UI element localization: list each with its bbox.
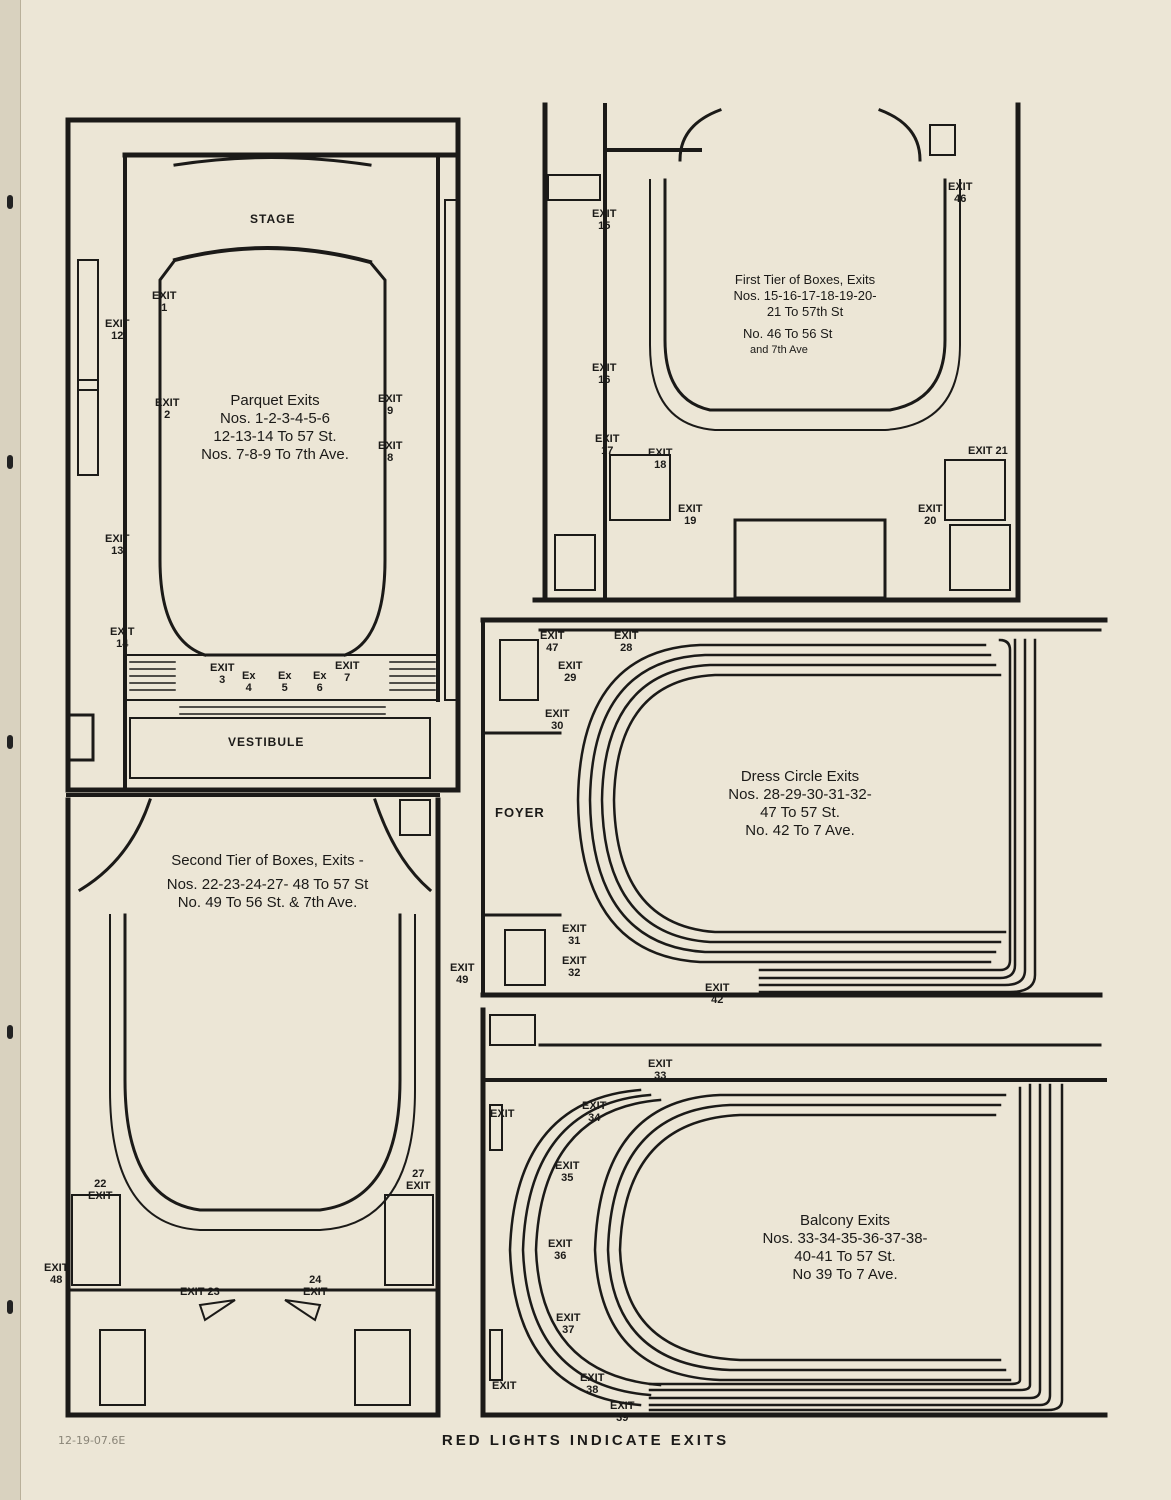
exit-label: EXIT 15 bbox=[592, 208, 617, 232]
exit-label: EXIT 47 bbox=[540, 630, 565, 654]
binding-hole bbox=[7, 455, 13, 469]
exit-label: 27 EXIT bbox=[406, 1168, 431, 1192]
first-tier-title-line-5: and 7th Ave bbox=[750, 344, 808, 356]
parquet-title-line-2: Nos. 1-2-3-4-5-6 bbox=[219, 410, 331, 427]
exit-label: EXIT 31 bbox=[562, 923, 587, 947]
second-tier-title-line-2: Nos. 22-23-24-27- 48 To 57 St bbox=[166, 876, 369, 893]
second-tier-title-line-3: No. 49 To 56 St. & 7th Ave. bbox=[177, 894, 358, 911]
dress-circle-title-line-1: Dress Circle Exits bbox=[740, 768, 860, 785]
balcony-title: Balcony Exits Nos. 33-34-35-36-37-38- 40… bbox=[725, 1212, 965, 1284]
exit-label: EXIT 14 bbox=[110, 626, 135, 650]
exit-label: 22 EXIT bbox=[88, 1178, 113, 1202]
balcony-title-line-2: Nos. 33-34-35-36-37-38- bbox=[762, 1230, 928, 1247]
exit-label: EXIT 36 bbox=[548, 1238, 573, 1262]
exit-label: EXIT 28 bbox=[614, 630, 639, 654]
exit-label: EXIT 23 bbox=[180, 1286, 220, 1298]
exit-label: EXIT 32 bbox=[562, 955, 587, 979]
dress-circle-title-line-3: 47 To 57 St. bbox=[760, 804, 840, 821]
pencil-note: 12-19-07.6E bbox=[58, 1434, 126, 1447]
exit-label: EXIT 9 bbox=[378, 393, 403, 417]
second-tier-plan bbox=[65, 793, 441, 1418]
exit-label: EXIT bbox=[490, 1108, 515, 1120]
parquet-title-line-3: 12-13-14 To 57 St. bbox=[213, 428, 337, 445]
exit-label: EXIT 34 bbox=[582, 1100, 607, 1124]
first-tier-title: First Tier of Boxes, Exits Nos. 15-16-17… bbox=[705, 272, 905, 358]
exit-label: EXIT 8 bbox=[378, 440, 403, 464]
stage-label: STAGE bbox=[250, 212, 296, 226]
exit-label: EXIT bbox=[492, 1380, 517, 1392]
footer-caption: RED LIGHTS INDICATE EXITS bbox=[441, 1432, 730, 1449]
exit-label: Ex 5 bbox=[278, 670, 292, 694]
balcony-title-line-1: Balcony Exits bbox=[799, 1212, 891, 1229]
foyer-label: FOYER bbox=[495, 805, 545, 820]
exit-label: EXIT 37 bbox=[556, 1312, 581, 1336]
exit-label: EXIT 20 bbox=[918, 503, 943, 527]
exit-label: EXIT 13 bbox=[105, 533, 130, 557]
exit-label: EXIT 38 bbox=[580, 1372, 605, 1396]
exit-label: EXIT 39 bbox=[610, 1400, 635, 1424]
binding-hole bbox=[7, 735, 13, 749]
second-tier-title: Second Tier of Boxes, Exits - Nos. 22-23… bbox=[125, 852, 410, 912]
exit-label: EXIT 16 bbox=[592, 362, 617, 386]
exit-label: EXIT 29 bbox=[558, 660, 583, 684]
exit-label: EXIT 17 bbox=[595, 433, 620, 457]
binding-strip bbox=[0, 0, 21, 1500]
first-tier-title-line-2: Nos. 15-16-17-18-19-20- bbox=[733, 288, 877, 303]
vestibule-label: VESTIBULE bbox=[228, 735, 305, 749]
exit-label: EXIT 30 bbox=[545, 708, 570, 732]
dress-circle-title-line-4: No. 42 To 7 Ave. bbox=[745, 822, 855, 839]
dress-circle-title-line-2: Nos. 28-29-30-31-32- bbox=[728, 786, 872, 803]
second-tier-title-line-1: Second Tier of Boxes, Exits - bbox=[171, 852, 364, 869]
exit-label: EXIT 35 bbox=[555, 1160, 580, 1184]
dress-circle-title: Dress Circle Exits Nos. 28-29-30-31-32- … bbox=[700, 768, 900, 840]
exit-label: EXIT 2 bbox=[155, 397, 180, 421]
exit-label: EXIT 18 bbox=[648, 447, 673, 471]
parquet-title-line-4: Nos. 7-8-9 To 7th Ave. bbox=[201, 446, 349, 463]
balcony-title-line-4: No 39 To 7 Ave. bbox=[792, 1266, 898, 1283]
exit-label: EXIT 19 bbox=[678, 503, 703, 527]
balcony-plan bbox=[480, 1007, 1108, 1418]
exit-label: EXIT 42 bbox=[705, 982, 730, 1006]
first-tier-title-line-4: No. 46 To 56 St bbox=[743, 326, 833, 341]
exit-label: EXIT 3 bbox=[210, 662, 235, 686]
exit-label: EXIT 1 bbox=[152, 290, 177, 314]
first-tier-plan bbox=[532, 102, 1021, 603]
binding-hole bbox=[7, 195, 13, 209]
binding-hole bbox=[7, 1300, 13, 1314]
parquet-plan bbox=[65, 117, 461, 793]
balcony-title-line-3: 40-41 To 57 St. bbox=[794, 1248, 896, 1265]
first-tier-title-line-1: First Tier of Boxes, Exits bbox=[734, 272, 876, 287]
parquet-title: Parquet Exits Nos. 1-2-3-4-5-6 12-13-14 … bbox=[160, 392, 390, 464]
exit-label: Ex 6 bbox=[313, 670, 327, 694]
exit-label: 24 EXIT bbox=[303, 1274, 328, 1298]
exit-label: EXIT 21 bbox=[968, 445, 1008, 457]
exit-label: EXIT 33 bbox=[648, 1058, 673, 1082]
exit-label: EXIT 12 bbox=[105, 318, 130, 342]
exit-label: EXIT 49 bbox=[450, 962, 475, 986]
exit-label: EXIT 48 bbox=[44, 1262, 69, 1286]
exit-label: EXIT 7 bbox=[335, 660, 360, 684]
dress-circle-plan bbox=[480, 617, 1108, 998]
first-tier-title-line-3: 21 To 57th St bbox=[766, 304, 844, 319]
exit-label: EXIT 46 bbox=[948, 181, 973, 205]
exit-label: Ex 4 bbox=[242, 670, 256, 694]
binding-hole bbox=[7, 1025, 13, 1039]
parquet-title-line-1: Parquet Exits bbox=[230, 392, 320, 409]
